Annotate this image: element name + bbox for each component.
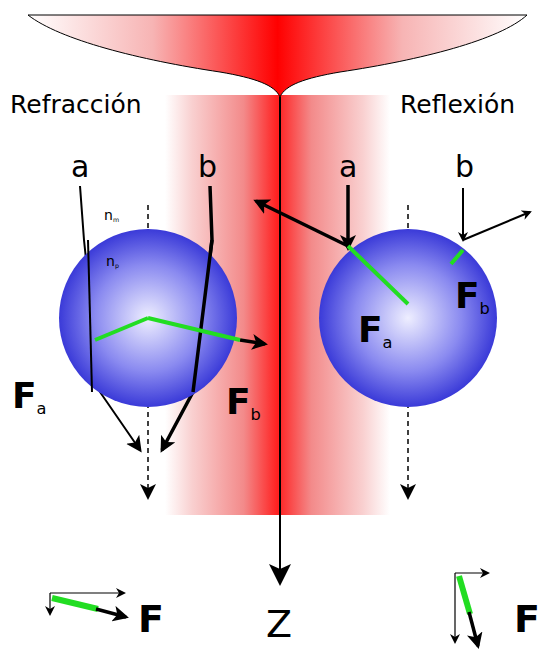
section-title: Reflexión [400,92,515,117]
force-label: Fa [12,378,47,414]
force-label: Fb [226,384,261,420]
force-arrow [240,340,265,344]
ray-label: b [455,152,474,182]
particle-sphere: np [58,228,238,408]
force-label: Fb [455,278,490,314]
particle-sphere: Fa Fb [318,228,498,408]
ray-label: b [198,152,217,182]
ray-label: a [339,152,357,182]
axis-label: Z [266,605,292,643]
sphere-shape [58,228,238,408]
force-label: F [514,600,540,638]
ray-label: a [71,152,89,182]
refractive-index-particle: np [106,254,119,268]
section-title: Refracción [10,92,142,117]
force-label: F [138,600,164,638]
force-label: Fa [358,312,393,348]
refractive-index-medium: nm [104,208,119,222]
sphere-shape [318,228,498,408]
